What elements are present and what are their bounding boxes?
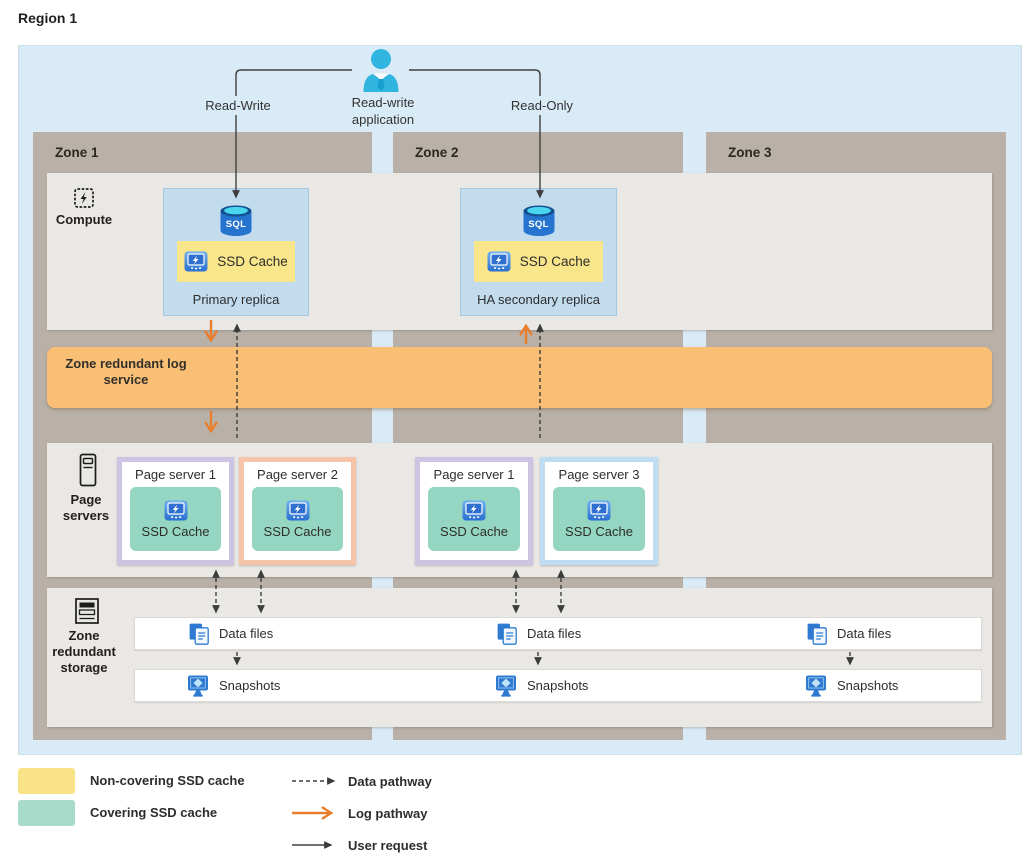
snapshots-icon xyxy=(187,674,209,697)
data-files-icon xyxy=(497,622,517,645)
snapshots-label: Snapshots xyxy=(219,678,281,693)
sql-icon-label: SQL xyxy=(225,219,247,230)
covering-ssd-cache: SSD Cache xyxy=(252,487,343,551)
data-files-item-zone2: Data files xyxy=(497,618,581,649)
snapshots-label: Snapshots xyxy=(837,678,899,693)
primary-replica-label: Primary replica xyxy=(192,292,280,307)
ha-secondary-replica-label: HA secondary replica xyxy=(477,292,600,307)
sql-icon-label: SQL xyxy=(528,219,549,230)
data-files-label: Data files xyxy=(837,626,892,641)
non-covering-cache-label: Non-covering SSD cache xyxy=(90,773,245,788)
ssd-disk-icon xyxy=(184,251,209,272)
snapshots-icon xyxy=(805,674,827,697)
page-server-1-zone1-box: Page server 1 SSD Cache xyxy=(117,457,234,565)
region-title: Region 1 xyxy=(18,10,78,26)
covering-ssd-cache: SSD Cache xyxy=(553,487,645,551)
ssd-cache-label: SSD Cache xyxy=(565,523,633,539)
secondary-ssd-cache: SSD Cache xyxy=(474,241,603,282)
data-files-bar: Data files Data files Data files xyxy=(134,617,982,650)
data-files-label: Data files xyxy=(527,626,582,641)
page-server-title: Page server 1 xyxy=(135,467,216,482)
page-server-title: Page server 3 xyxy=(558,467,640,482)
data-files-item-zone1: Data files xyxy=(189,618,273,649)
snapshots-icon xyxy=(495,674,517,697)
data-files-label: Data files xyxy=(219,626,274,641)
primary-replica-box: SQL SSD Cache Primary replica xyxy=(163,188,309,316)
log-service-label: Zone redundant log service xyxy=(65,356,187,387)
storage-stack-icon xyxy=(75,598,99,624)
ssd-disk-icon xyxy=(587,499,611,521)
snapshots-item-zone2: Snapshots xyxy=(495,670,588,701)
compute-label: Compute xyxy=(55,212,113,227)
data-files-item-zone3: Data files xyxy=(807,618,891,649)
read-write-application-label: Read-write application xyxy=(317,93,449,129)
page-server-title: Page server 1 xyxy=(433,467,515,482)
user-person-icon xyxy=(363,49,399,92)
snapshots-bar: Snapshots Snapshots Snapshots xyxy=(134,669,982,702)
zone-3-label: Zone 3 xyxy=(728,145,772,160)
covering-ssd-cache: SSD Cache xyxy=(130,487,221,551)
non-covering-cache-swatch xyxy=(18,768,75,794)
secondary-ssd-cache-label: SSD Cache xyxy=(519,254,591,269)
ha-secondary-replica-box: SQL SSD Cache HA secondary replica xyxy=(460,188,617,316)
ssd-disk-icon xyxy=(163,499,188,521)
user-request-label: User request xyxy=(348,838,428,853)
ssd-disk-icon xyxy=(285,499,310,521)
primary-ssd-cache: SSD Cache xyxy=(177,241,295,282)
page-server-3-zone2-box: Page server 3 SSD Cache xyxy=(540,457,658,565)
snapshots-item-zone3: Snapshots xyxy=(805,670,898,701)
compute-chip-icon xyxy=(74,188,94,208)
snapshots-label: Snapshots xyxy=(527,678,589,693)
data-pathway-label: Data pathway xyxy=(348,774,432,789)
page-servers-label: Page servers xyxy=(62,492,110,523)
ssd-disk-icon xyxy=(462,499,486,521)
zone-2-label: Zone 2 xyxy=(415,145,459,160)
ssd-disk-icon xyxy=(486,251,511,272)
zone-1-label: Zone 1 xyxy=(55,145,99,160)
log-service-bar xyxy=(47,347,992,408)
server-tower-icon xyxy=(79,453,97,487)
ssd-cache-label: SSD Cache xyxy=(141,523,210,539)
covering-cache-label: Covering SSD cache xyxy=(90,805,218,820)
zone-redundant-storage-label: Zone redundant storage xyxy=(52,628,116,675)
page-server-2-zone1-box: Page server 2 SSD Cache xyxy=(239,457,356,565)
read-only-label: Read-Only xyxy=(500,96,584,115)
storage-band xyxy=(47,588,992,727)
ssd-cache-label: SSD Cache xyxy=(440,523,508,539)
covering-cache-swatch xyxy=(18,800,75,826)
data-files-icon xyxy=(189,622,209,645)
data-files-icon xyxy=(807,622,827,645)
covering-ssd-cache: SSD Cache xyxy=(428,487,520,551)
log-pathway-label: Log pathway xyxy=(348,806,428,821)
snapshots-item-zone1: Snapshots xyxy=(187,670,280,701)
read-write-label: Read-Write xyxy=(196,96,280,115)
primary-ssd-cache-label: SSD Cache xyxy=(217,254,288,269)
page-server-title: Page server 2 xyxy=(257,467,338,482)
ssd-cache-label: SSD Cache xyxy=(263,523,332,539)
page-server-1-zone2-box: Page server 1 SSD Cache xyxy=(415,457,533,565)
